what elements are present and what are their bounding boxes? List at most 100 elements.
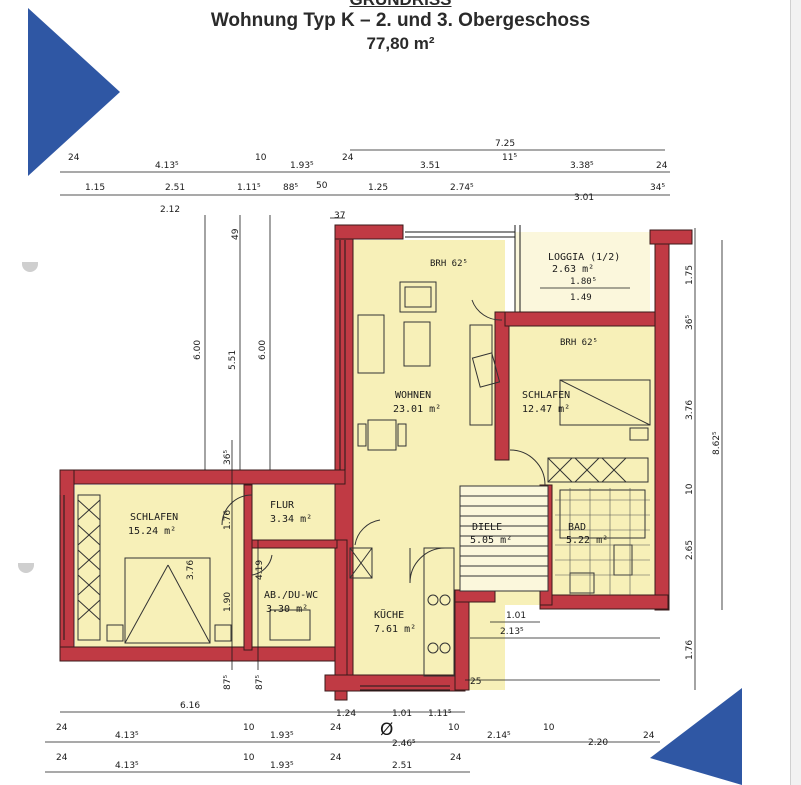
room-area-schlafen-right: 12.47 m²: [522, 404, 570, 415]
dim-misc-25: 25: [470, 677, 481, 687]
dim-misc-2135: 2.13⁵: [500, 627, 524, 637]
walls: [59, 224, 693, 701]
dim-bot-1115: 1.11⁵: [428, 709, 452, 719]
page-edge: [790, 0, 801, 785]
room-labels: WOHNEN 23.01 m² SCHLAFEN 15.24 m² SCHLAF…: [128, 252, 620, 740]
room-name-wohnen: WOHNEN: [395, 390, 431, 401]
dim-bot-124: 1.24: [336, 709, 356, 719]
storage-crosses: [77, 457, 627, 621]
dim-misc-101: 1.01: [506, 611, 526, 621]
bottom-dimension-lines: [45, 711, 660, 773]
room-area-flur: 3.34 m²: [270, 514, 312, 525]
dim-bot3-6: 2.51: [392, 761, 412, 771]
dim-v-875-a: 87⁵: [223, 675, 233, 690]
dim-v-176: 1.76: [223, 510, 233, 530]
loggia-width-1: 1.80⁵: [570, 277, 597, 287]
room-area-bad: 5.22 m²: [566, 535, 608, 546]
dim-vr-365: 36⁵: [685, 315, 695, 330]
dim-bot3-2: 4.13⁵: [115, 761, 139, 771]
dim-v-49: 49: [231, 228, 241, 240]
room-area-schlafen-left: 15.24 m²: [128, 526, 176, 537]
dim-bot3-5: 24: [330, 753, 342, 763]
door-swings: [221, 299, 546, 584]
room-area-diele: 5.05 m²: [470, 535, 512, 546]
dim-vr-8625: 8.62⁵: [712, 431, 722, 455]
loggia-width-2: 1.49: [570, 293, 592, 303]
punch-hole: [18, 563, 34, 573]
dim-bot2-4: 1.93⁵: [270, 731, 294, 741]
dim-v-190: 1.90: [223, 592, 233, 612]
room-name-diele: DIELE: [472, 522, 502, 533]
dim-top2-4: 88⁵: [283, 183, 298, 193]
room-name-schlafen-left: SCHLAFEN: [130, 512, 178, 523]
dim-top-3: 10: [255, 153, 267, 163]
dim-top3-2: 37: [334, 211, 345, 221]
dim-top-5: 24: [342, 153, 354, 163]
room-area-loggia: 2.63 m²: [552, 264, 594, 275]
dim-top2-8: 3.01: [574, 193, 594, 203]
dim-overall-top: 7.25: [495, 139, 515, 149]
dim-bot2-6: 2.46⁵: [392, 739, 416, 749]
dim-bot2-9: 10: [543, 723, 555, 733]
dim-vr-265: 2.65: [685, 540, 695, 560]
room-name-bad: BAD: [568, 522, 586, 533]
dim-bot2-7: 10: [448, 723, 460, 733]
dim-vr-176: 1.76: [685, 640, 695, 660]
dim-bot2-3: 10: [243, 723, 255, 733]
plan-heading: GRUNDRISS: [0, 0, 801, 10]
dim-top-9: 24: [656, 161, 668, 171]
dim-top-1: 24: [68, 153, 80, 163]
punch-hole: [22, 262, 38, 272]
dim-vr-175: 1.75: [685, 265, 695, 285]
dim-v-419: 4.19: [255, 560, 265, 580]
dim-bot2-1: 24: [56, 723, 68, 733]
top-dimension-texts: 7.25 24 4.13⁵ 10 1.93⁵ 24 3.51 11⁵ 3.38⁵…: [68, 139, 668, 221]
bathroom-tiles: [555, 488, 650, 595]
dim-v-600-b: 6.00: [258, 340, 268, 360]
dim-top2-9: 34⁵: [650, 183, 665, 193]
sill-height-schlafen: BRH 62⁵: [560, 338, 598, 348]
dim-top-7: 11⁵: [502, 153, 517, 163]
dim-top2-1: 1.15: [85, 183, 105, 193]
furniture: [77, 281, 651, 677]
dim-top2-5: 50: [316, 181, 328, 191]
bottom-dimension-texts: 6.16 1.24 1.01 1.11⁵ 24 4.13⁵ 10 1.93⁵ 2…: [56, 701, 655, 771]
diameter-symbol: Ø: [380, 720, 393, 740]
dim-top-8: 3.38⁵: [570, 161, 594, 171]
plan-title: Wohnung Typ K – 2. und 3. Obergeschoss: [210, 10, 591, 31]
dim-v-600-a: 6.00: [193, 340, 203, 360]
dim-top3-1: 2.12: [160, 205, 180, 215]
dim-bot3-3: 10: [243, 753, 255, 763]
dim-vr-376: 3.76: [685, 400, 695, 420]
dim-bot3-4: 1.93⁵: [270, 761, 294, 771]
right-vertical-dim-texts: 1.75 36⁵ 3.76 8.62⁵ 10 2.65 1.76: [685, 265, 722, 660]
left-vertical-dim-texts: 49 6.00 5.51 6.00 36⁵ 1.76 3.76 1.90 4.1…: [186, 228, 268, 690]
room-fills: [75, 232, 655, 690]
dim-bot3-7: 24: [450, 753, 462, 763]
dim-top-6: 3.51: [420, 161, 440, 171]
dim-bot3-1: 24: [56, 753, 68, 763]
misc-dim-texts: 1.01 2.13⁵ 25: [470, 611, 526, 687]
room-name-flur: FLUR: [270, 500, 295, 511]
dim-v-875-b: 87⁵: [255, 675, 265, 690]
dim-top2-6: 1.25: [368, 183, 388, 193]
dim-v-365: 36⁵: [223, 450, 233, 465]
room-name-kueche: KÜCHE: [374, 608, 404, 621]
dim-bot2-5: 24: [330, 723, 342, 733]
room-area-bath-wc: 3.30 m²: [266, 604, 308, 615]
dim-bot-616: 6.16: [180, 701, 200, 711]
dim-bot2-2: 4.13⁵: [115, 731, 139, 741]
misc-dim-lines: [465, 621, 660, 681]
total-area: 77,80 m²: [366, 34, 435, 53]
left-vertical-dim-lines: [204, 215, 271, 670]
room-area-wohnen: 23.01 m²: [393, 404, 441, 415]
sill-height-wohnen: BRH 62⁵: [430, 259, 468, 269]
dim-v-551: 5.51: [228, 350, 238, 370]
room-name-bath-wc: AB./DU-WC: [264, 590, 318, 601]
dim-top2-7: 2.74⁵: [450, 183, 474, 193]
dim-bot-101: 1.01: [392, 709, 412, 719]
top-dimension-lines: [60, 149, 670, 219]
dim-top-2: 4.13⁵: [155, 161, 179, 171]
dim-top-4: 1.93⁵: [290, 161, 314, 171]
